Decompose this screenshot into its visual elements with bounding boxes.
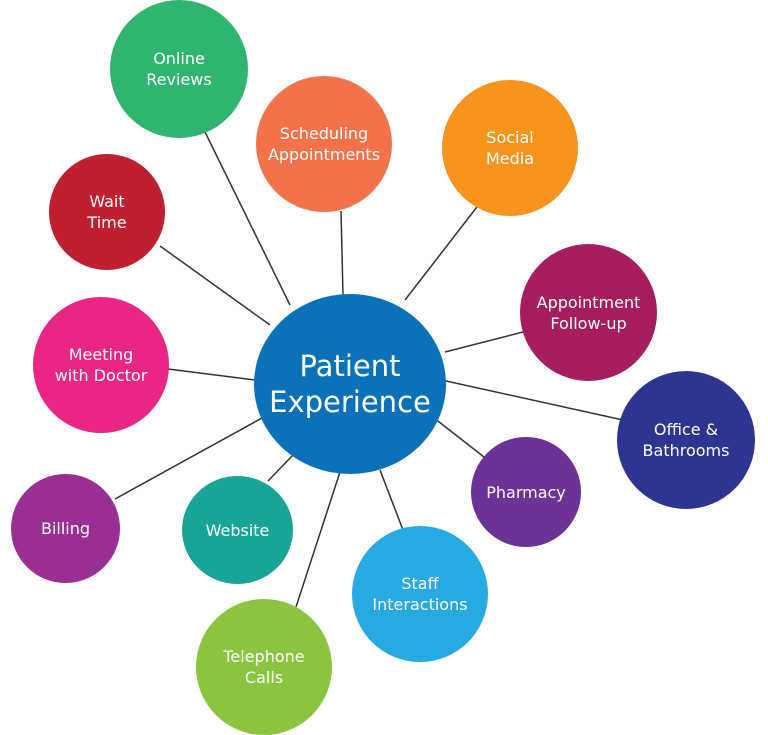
connector-sched (340, 210, 344, 296)
node-scheduling-appointments: Scheduling Appointments (256, 76, 392, 212)
node-label: Staff Interactions (372, 574, 468, 614)
node-label: Online Reviews (146, 49, 212, 89)
node-label: Pharmacy (486, 482, 566, 502)
connector-meeting (167, 368, 256, 381)
connector-telephone (295, 471, 341, 608)
connector-website (267, 454, 294, 482)
node-website: Website (182, 476, 293, 584)
node-label: Scheduling Appointments (267, 124, 381, 164)
node-meeting-with-doctor: Meeting with Doctor (33, 297, 169, 433)
node-label: Wait Time (87, 192, 127, 232)
node-pharmacy: Pharmacy (471, 437, 581, 547)
node-wait-time: Wait Time (49, 154, 165, 270)
hub-patient-experience: Patient Experience (254, 294, 446, 474)
node-label: Meeting with Doctor (54, 345, 148, 385)
connector-online (204, 131, 291, 306)
connector-social (404, 202, 481, 301)
node-label: Telephone Calls (223, 647, 305, 687)
node-label: Office & Bathrooms (642, 420, 730, 460)
connector-wait (159, 245, 271, 326)
node-staff-interactions: Staff Interactions (352, 526, 488, 662)
node-label: Social Media (485, 128, 535, 168)
connector-office (445, 380, 624, 421)
node-office-bathrooms: Office & Bathrooms (617, 371, 755, 509)
node-social-media: Social Media (442, 80, 578, 216)
node-label: Website (205, 520, 270, 540)
connector-staff (379, 469, 404, 531)
node-appointment-follow-up: Appointment Follow-up (520, 244, 657, 381)
hub-label: Patient Experience (269, 349, 431, 419)
connector-followup (444, 331, 524, 353)
node-label: Appointment Follow-up (536, 292, 641, 333)
node-telephone-calls: Telephone Calls (196, 599, 332, 735)
connector-billing (114, 417, 263, 500)
node-billing: Billing (11, 474, 120, 583)
node-online-reviews: Online Reviews (110, 0, 248, 138)
connector-pharmacy (433, 417, 485, 458)
node-label: Billing (40, 519, 91, 538)
